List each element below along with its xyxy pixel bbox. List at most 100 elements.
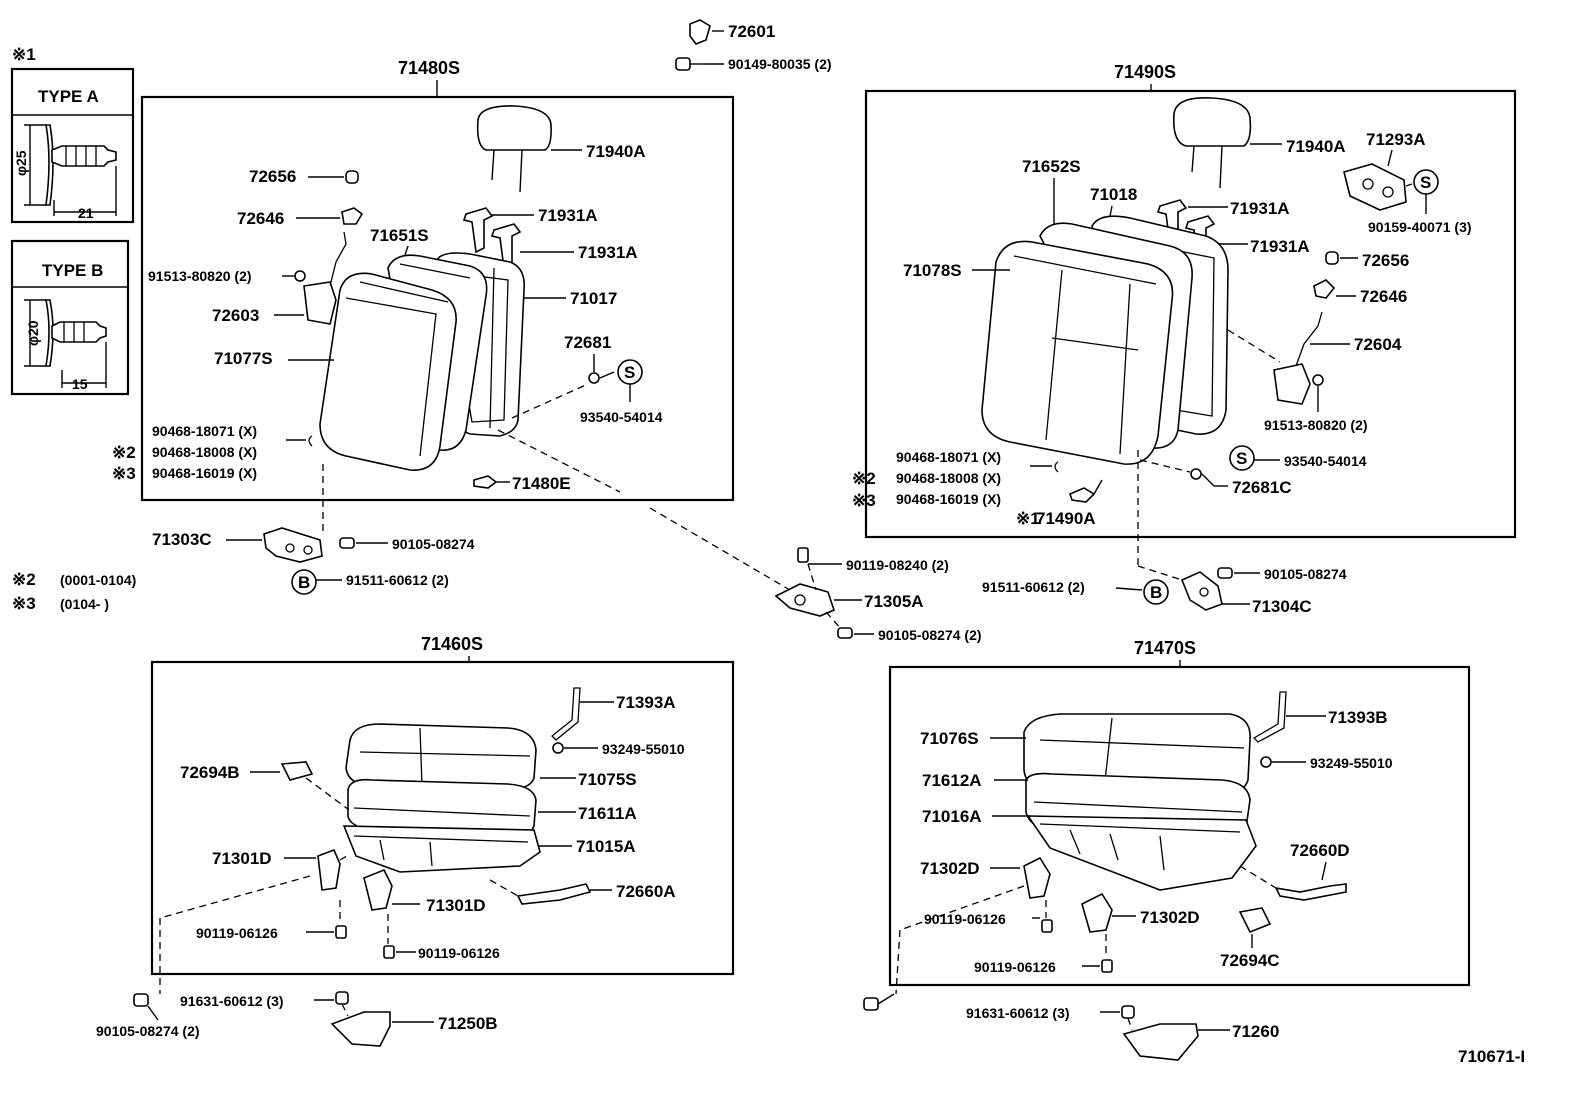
svg-text:71931A: 71931A	[1250, 237, 1310, 256]
type-a-diameter: φ25	[13, 150, 29, 176]
part-72646-right: 72646	[1313, 279, 1407, 306]
part-71302d-right: 71302D 71302D 72694C	[920, 856, 1280, 970]
svg-text:71940A: 71940A	[586, 142, 646, 161]
label-91511-l: 91511-60612 (2)	[346, 572, 449, 588]
part-91513-left: 91513-80820 (2) 72603	[148, 231, 347, 325]
note-2-range: (0001-0104)	[60, 572, 136, 588]
type-a-title: TYPE A	[38, 87, 99, 106]
part-72694b: 72694B	[180, 761, 361, 819]
part-90149-80035: 90149-80035 (2)	[675, 56, 832, 72]
svg-text:90119-06126: 90119-06126	[924, 911, 1006, 927]
label-71017: 71017	[570, 289, 617, 308]
label-71018: 71018	[1090, 185, 1137, 204]
svg-text:71260: 71260	[1232, 1022, 1279, 1041]
box-71460s	[150, 660, 735, 976]
svg-text:72646: 72646	[1360, 287, 1407, 306]
part-71490a: ※1 71490A	[1016, 479, 1103, 528]
part-71304c: 71304C 90105-08274 91511-60612 (2) B	[982, 566, 1347, 616]
box-71490s	[864, 89, 1517, 539]
type-b-box: TYPE B φ20 15	[10, 239, 130, 396]
svg-text:71393B: 71393B	[1328, 708, 1388, 727]
label-90468b-l: 90468-18008 (X)	[152, 444, 257, 460]
svg-text:71931A: 71931A	[1230, 199, 1290, 218]
mark-3-right: ※3	[852, 491, 876, 510]
svg-text:90119-06126: 90119-06126	[418, 945, 500, 961]
svg-text:90105-08274 (2): 90105-08274 (2)	[878, 627, 982, 643]
seat-cushion-left	[342, 723, 541, 873]
label-90105-l: 90105-08274	[392, 536, 475, 552]
svg-text:90119-06126: 90119-06126	[196, 925, 278, 941]
svg-text:72694B: 72694B	[180, 763, 240, 782]
svg-text:90119-08240 (2): 90119-08240 (2)	[846, 557, 949, 573]
bolts-90119-right: 90119-06126 90119-06126	[924, 900, 1113, 975]
svg-text:71303C: 71303C	[152, 530, 212, 549]
svg-text:90105-08274 (2): 90105-08274 (2)	[96, 1023, 200, 1039]
headrest-left: 71940A	[476, 105, 646, 193]
svg-text:71301D: 71301D	[426, 896, 486, 915]
label-71651s: 71651S	[370, 226, 429, 245]
svg-text:71302D: 71302D	[1140, 908, 1200, 927]
svg-text:91513-80820 (2): 91513-80820 (2)	[1264, 417, 1368, 433]
note-mark-2: ※2	[12, 570, 36, 589]
box-71480s	[140, 95, 735, 502]
svg-text:71931A: 71931A	[538, 206, 598, 225]
label-90468a-l: 90468-18071 (X)	[152, 423, 257, 439]
part-71303c: 71303C 90105-08274 B 91511-60612 (2)	[152, 527, 475, 595]
seatback-cover-right	[981, 240, 1174, 465]
label-71016a: 71016A	[922, 807, 982, 826]
part-72660d: 72660D	[1239, 841, 1350, 901]
svg-text:71250B: 71250B	[438, 1014, 498, 1033]
svg-text:72604: 72604	[1354, 335, 1402, 354]
label-72681-l: 72681	[564, 333, 611, 352]
type-b-length: 15	[72, 376, 88, 392]
label-72646-l: 72646	[237, 209, 284, 228]
part-72604: 72604 91513-80820 (2)	[1227, 311, 1402, 433]
mark-2-left: ※2	[112, 443, 136, 462]
part-71480e: 71480E	[473, 474, 571, 493]
svg-text:72601: 72601	[728, 22, 775, 41]
part-71393b: 71393B 93249-55010	[1252, 691, 1393, 771]
note-mark-3: ※3	[12, 594, 36, 613]
part-72656-right: 72656	[1325, 251, 1409, 270]
part-71301d-left: 71301D 71301D	[212, 848, 486, 915]
label-71077s: 71077S	[214, 349, 273, 368]
label-90468c-l: 90468-16019 (X)	[152, 465, 257, 481]
part-90105-bottom-left: 90105-08274 (2)	[96, 993, 200, 1039]
part-71393a: 71393A 93249-55010	[551, 687, 685, 757]
label-71015a: 71015A	[576, 837, 636, 856]
svg-text:71301D: 71301D	[212, 849, 272, 868]
mark-3-left: ※3	[112, 464, 136, 483]
type-a-box: TYPE A φ25 21	[10, 67, 135, 224]
svg-text:71304C: 71304C	[1252, 597, 1312, 616]
circle-b-left: B	[298, 573, 310, 592]
circle-s-right: S	[1236, 449, 1247, 468]
type-b-title: TYPE B	[42, 261, 103, 280]
seat-cushion-right	[1023, 713, 1257, 891]
svg-text:90105-08274: 90105-08274	[1264, 566, 1347, 582]
svg-text:91631-60612 (3): 91631-60612 (3)	[966, 1005, 1070, 1021]
svg-text:72656: 72656	[1362, 251, 1409, 270]
svg-text:90119-06126: 90119-06126	[974, 959, 1056, 975]
svg-text:71302D: 71302D	[920, 859, 980, 878]
headrest-right: 71940A	[1172, 97, 1346, 189]
part-71293a: 71293A S 90159-40071 (3)	[1343, 130, 1472, 235]
label-72656-l: 72656	[249, 167, 296, 186]
type-b-diameter: φ20	[25, 320, 41, 346]
note-3-range: (0104- )	[60, 596, 109, 612]
label-71612a: 71612A	[922, 771, 982, 790]
svg-text:91631-60612 (3): 91631-60612 (3)	[180, 993, 284, 1009]
part-71260: 91631-60612 (3) 71260	[863, 993, 1279, 1061]
svg-text:72694C: 72694C	[1220, 951, 1280, 970]
svg-text:72660A: 72660A	[616, 882, 676, 901]
assembly-71480s: 71480S	[398, 58, 460, 78]
note-mark-1: ※1	[12, 45, 36, 64]
circle-b-right: B	[1150, 583, 1162, 602]
assembly-71490s: 71490S	[1114, 62, 1176, 82]
svg-text:93249-55010: 93249-55010	[1310, 755, 1393, 771]
svg-text:71293A: 71293A	[1366, 130, 1426, 149]
svg-text:71931A: 71931A	[578, 243, 638, 262]
bolts-90119-left: 90119-06126 90119-06126	[196, 900, 500, 961]
assembly-71460s: 71460S	[421, 634, 483, 654]
diagram-id: 710671-I	[1458, 1047, 1525, 1066]
